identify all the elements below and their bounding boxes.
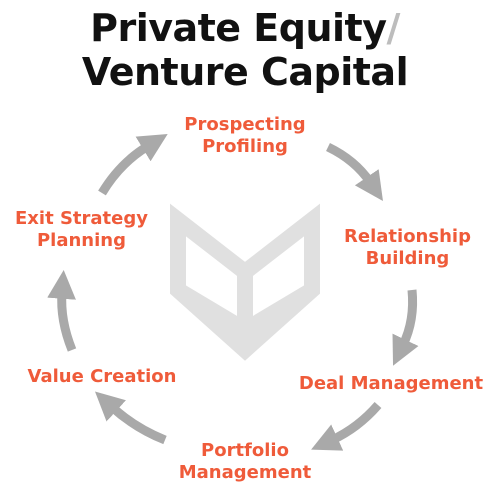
step-exit-strategy-planning: Exit Strategy Planning (4, 208, 159, 252)
step-label-line1: Relationship (344, 226, 471, 247)
fox-head-icon (170, 203, 320, 361)
arrow-portfolio-to-value (94, 391, 167, 445)
title-line-1: Private Equity/ (0, 6, 490, 50)
step-prospecting-profiling: Prospecting Profiling (160, 114, 330, 158)
arrow-deal-to-portfolio (311, 402, 382, 451)
arrow-exit-to-prospecting (98, 134, 168, 196)
step-label-line1: Value Creation (27, 366, 177, 387)
title-line-2: Venture Capital (81, 50, 409, 94)
step-label-line2: Profiling (202, 136, 288, 157)
step-label-line1: Exit Strategy (15, 208, 148, 229)
step-deal-management: Deal Management (293, 373, 489, 395)
step-relationship-building: Relationship Building (330, 226, 485, 270)
step-label-line1: Portfolio (201, 440, 289, 461)
arrow-value-to-exit (47, 270, 77, 352)
step-label-line2: Building (365, 248, 450, 269)
step-label-line1: Deal Management (298, 373, 484, 394)
arrow-prospecting-to-relationship (325, 142, 383, 202)
step-value-creation: Value Creation (12, 366, 192, 388)
step-label-line2: Management (178, 462, 312, 483)
step-portfolio-management: Portfolio Management (160, 440, 330, 484)
step-label-line2: Planning (36, 230, 126, 251)
arrow-relationship-to-deal (392, 289, 419, 366)
title-text: Private Equity (90, 6, 387, 50)
step-label-line1: Prospecting (184, 114, 306, 135)
title-slash: / (386, 6, 400, 50)
